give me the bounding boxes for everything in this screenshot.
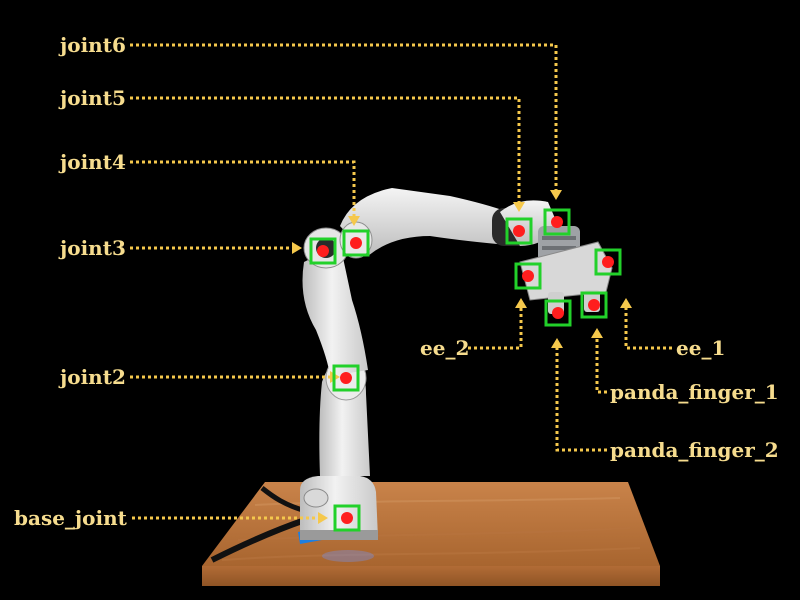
marker-joint6: [543, 208, 571, 236]
marker-box: [594, 248, 622, 276]
marker-box: [544, 299, 572, 327]
marker-joint5: [505, 217, 533, 245]
label-joint6: joint6: [60, 33, 126, 57]
marker-box: [342, 229, 370, 257]
label-joint4: joint4: [60, 150, 126, 174]
marker-ee-1: [594, 248, 622, 276]
label-ee-1: ee_1: [676, 336, 726, 360]
label-joint2: joint2: [60, 365, 126, 389]
label-panda-finger-1: panda_finger_1: [610, 380, 779, 404]
marker-joint4: [342, 229, 370, 257]
marker-dot: [317, 245, 329, 257]
label-joint3: joint3: [60, 236, 126, 260]
marker-dot: [552, 307, 564, 319]
keypoint-markers: [309, 208, 622, 532]
marker-dot: [350, 237, 362, 249]
robot-gripper: [519, 226, 613, 314]
marker-box: [514, 262, 542, 290]
label-base-joint: base_joint: [14, 506, 127, 530]
marker-base-joint: [333, 504, 361, 532]
marker-panda-finger-2: [544, 299, 572, 327]
label-panda-finger-2: panda_finger_2: [610, 438, 779, 462]
robot-forearm: [339, 188, 560, 259]
leader-lines: [130, 43, 672, 520]
marker-joint3: [309, 237, 337, 265]
marker-ee-2: [514, 262, 542, 290]
marker-box: [580, 291, 608, 319]
marker-box: [543, 208, 571, 236]
label-joint5: joint5: [60, 86, 126, 110]
marker-box: [309, 237, 337, 265]
label-ee-2: ee_2: [420, 336, 470, 360]
marker-dot: [513, 225, 525, 237]
marker-dot: [341, 512, 353, 524]
marker-box: [333, 504, 361, 532]
marker-dot: [551, 216, 563, 228]
marker-dot: [340, 372, 352, 384]
marker-dot: [588, 299, 600, 311]
marker-dot: [602, 256, 614, 268]
marker-box: [505, 217, 533, 245]
marker-panda-finger-1: [580, 291, 608, 319]
marker-box: [332, 364, 360, 392]
marker-joint2: [332, 364, 360, 392]
marker-dot: [522, 270, 534, 282]
